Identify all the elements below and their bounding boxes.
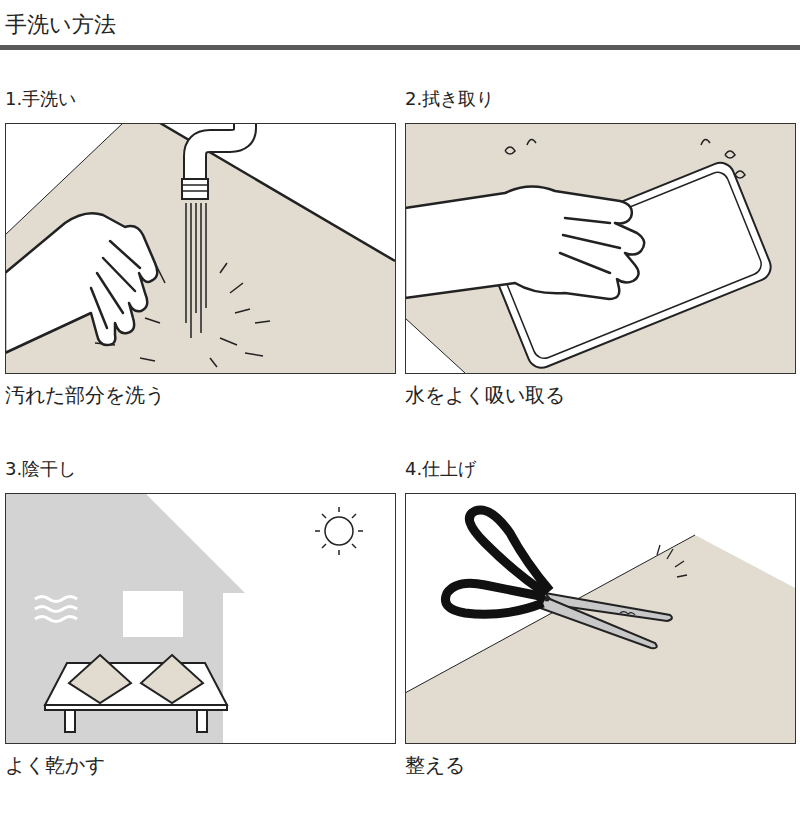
- step-caption: よく乾かす: [5, 751, 105, 779]
- picture-frame: [5, 493, 396, 744]
- blotting-picture: [405, 123, 795, 373]
- step-panel: 4.仕上げ整える: [405, 456, 796, 779]
- step-panel: 2.拭き取り水をよく吸い取る: [405, 86, 796, 409]
- title-rule: [0, 45, 800, 50]
- step-heading: 4.仕上げ: [405, 456, 476, 482]
- picture-frame: [5, 123, 396, 374]
- step-caption: 水をよく吸い取る: [405, 381, 565, 409]
- picture-frame: [405, 493, 796, 744]
- step-heading: 3.陰干し: [5, 456, 76, 482]
- washing-picture: [5, 123, 395, 373]
- page-title: 手洗い方法: [5, 10, 116, 40]
- step-panel: 1.手洗い汚れた部分を洗う: [5, 86, 396, 409]
- step-heading: 2.拭き取り: [405, 86, 494, 112]
- step-caption: 汚れた部分を洗う: [5, 381, 165, 409]
- shade-drying-picture: [5, 493, 363, 743]
- step-caption: 整える: [405, 751, 465, 779]
- step-panel: 3.陰干しよく乾かす: [5, 456, 396, 779]
- step-heading: 1.手洗い: [5, 86, 76, 112]
- finishing-picture: [405, 510, 795, 743]
- picture-frame: [405, 123, 796, 374]
